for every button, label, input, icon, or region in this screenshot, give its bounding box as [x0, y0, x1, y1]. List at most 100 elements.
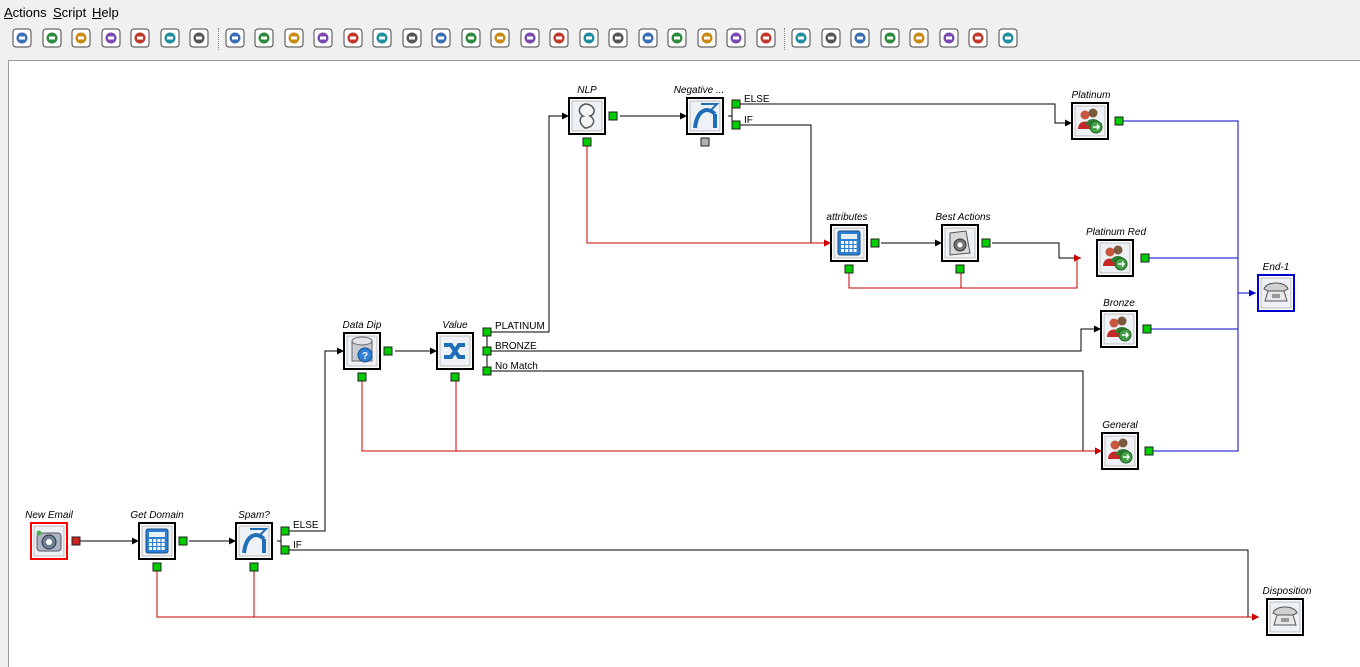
menu-actions[interactable]: Actions [4, 5, 47, 20]
bronze-port[interactable] [482, 346, 492, 356]
shuffle-tool-button[interactable] [158, 26, 182, 50]
node-spam[interactable]: Spam? [235, 510, 273, 572]
node-new-email[interactable]: New Email [25, 510, 74, 560]
node-end1[interactable]: End-1 [1257, 262, 1295, 312]
queue-icon [1108, 438, 1133, 464]
script-s-tool-button[interactable] [937, 26, 961, 50]
inbox-tool-button[interactable] [695, 26, 719, 50]
output-port[interactable] [1140, 253, 1150, 263]
database-icon [254, 28, 274, 48]
node-negative[interactable]: Negative ... [674, 85, 725, 147]
table-tool-button[interactable] [459, 26, 483, 50]
document-tool-button[interactable] [429, 26, 453, 50]
person-tool-button[interactable] [636, 26, 660, 50]
node-get-domain[interactable]: Get Domain [130, 510, 188, 572]
node-general[interactable]: General [1101, 420, 1139, 470]
error-port[interactable] [249, 562, 259, 572]
error-port[interactable] [955, 264, 965, 274]
calculator-icon [145, 528, 169, 554]
output-port[interactable] [1144, 446, 1154, 456]
gear-box-tool-button[interactable] [878, 26, 902, 50]
branch-tool-button[interactable] [128, 26, 152, 50]
node-label: Disposition [1263, 586, 1312, 597]
rings-tool-button[interactable] [789, 26, 813, 50]
screen-tool-button[interactable] [10, 26, 34, 50]
survey-tool-button[interactable] [282, 26, 306, 50]
clock-tool-button[interactable] [311, 26, 335, 50]
user-tool-button[interactable] [819, 26, 843, 50]
save-icon [343, 28, 362, 48]
people-tool-button[interactable] [518, 26, 542, 50]
if-port[interactable] [280, 545, 290, 555]
nomatch-port[interactable] [482, 366, 492, 376]
email-gear-icon [36, 530, 62, 552]
script-s-alt-tool-button[interactable] [966, 26, 990, 50]
else-port[interactable] [280, 526, 290, 536]
check-icon [101, 28, 120, 48]
connector-negative-else [728, 103, 1072, 127]
invader-icon [726, 28, 746, 48]
else-port[interactable] [731, 99, 741, 109]
book-icon [667, 28, 687, 48]
check-edit-tool-button[interactable] [69, 26, 93, 50]
node-disposition[interactable]: Disposition [1263, 586, 1312, 636]
menu-help[interactable]: Help [92, 5, 119, 20]
menu-bar: Actions Script Help [0, 0, 1360, 22]
output-port[interactable] [178, 536, 188, 546]
nlp-tool-button[interactable] [223, 26, 247, 50]
error-port[interactable] [357, 372, 367, 382]
output-port[interactable] [870, 238, 880, 248]
invader-tool-button[interactable] [724, 26, 748, 50]
agents-tool-button[interactable] [577, 26, 601, 50]
hash-tool-button[interactable] [40, 26, 64, 50]
minus-tool-button[interactable] [547, 26, 571, 50]
error-port[interactable] [844, 264, 854, 274]
document-icon [431, 28, 451, 48]
gear-alt-tool-button[interactable] [996, 26, 1020, 50]
if-port[interactable] [731, 120, 741, 130]
phone-tool-button[interactable] [754, 26, 778, 50]
error-port[interactable] [700, 137, 710, 147]
output-port[interactable] [981, 238, 991, 248]
group-tool-button[interactable] [606, 26, 630, 50]
output-port[interactable] [71, 536, 81, 546]
node-best-actions[interactable]: Best Actions [935, 212, 991, 274]
cloud-icon [909, 28, 929, 48]
add-tool-button[interactable] [488, 26, 512, 50]
end-general [1149, 293, 1239, 452]
error-port[interactable] [450, 372, 460, 382]
output-port[interactable] [1114, 116, 1124, 126]
gear-tool-button[interactable] [848, 26, 872, 50]
database-tool-button[interactable] [252, 26, 276, 50]
toolbar [0, 24, 1360, 56]
output-port[interactable] [1142, 324, 1152, 334]
node-platinum[interactable]: Platinum [1071, 90, 1111, 140]
check-tool-button[interactable] [99, 26, 123, 50]
cloud-tool-button[interactable] [907, 26, 931, 50]
error-port[interactable] [582, 137, 592, 147]
agents-icon [579, 28, 598, 48]
queue-icon [1078, 108, 1103, 134]
nlp-icon [225, 28, 244, 48]
node-nlp[interactable]: NLP [568, 85, 618, 147]
menu-script[interactable]: Script [53, 5, 87, 20]
help-data-tool-button[interactable] [400, 26, 424, 50]
node-label: End-1 [1263, 262, 1290, 273]
calculator-tool-button[interactable] [187, 26, 211, 50]
branch-label-spam-if: IF [293, 540, 302, 551]
output-port[interactable] [608, 111, 618, 121]
error-datadip-general [361, 379, 1102, 455]
node-platinum-red[interactable]: Platinum Red [1086, 227, 1146, 277]
node-value[interactable]: Value [436, 320, 474, 382]
error-port[interactable] [152, 562, 162, 572]
platinum-port[interactable] [482, 327, 492, 337]
node-attributes[interactable]: attributes [826, 212, 880, 274]
hash-icon [42, 28, 61, 48]
node-bronze[interactable]: Bronze [1100, 298, 1138, 348]
node-data-dip[interactable]: Data Dip? [343, 320, 393, 382]
save-tool-button[interactable] [341, 26, 365, 50]
book-tool-button[interactable] [665, 26, 689, 50]
output-port[interactable] [383, 346, 393, 356]
globe-tool-button[interactable] [370, 26, 394, 50]
